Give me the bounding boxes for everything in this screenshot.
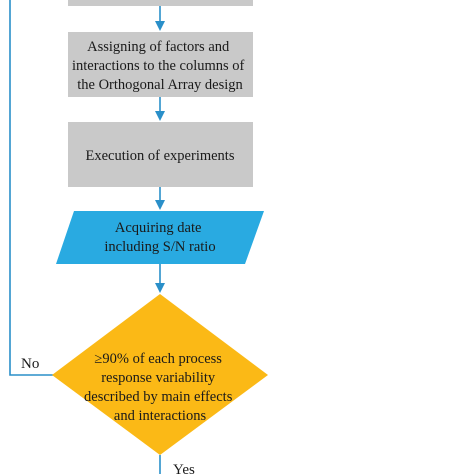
decision-line-1: ≥90% of each process: [94, 351, 222, 367]
assign-factors-box: [68, 32, 253, 97]
feedback-loop-line: [9, 0, 56, 376]
acquire-line-2: including S/N ratio: [104, 239, 215, 255]
execution-text: Execution of experiments: [86, 148, 235, 164]
decision-line-3: described by main effects: [84, 389, 233, 405]
decision-text: ≥90% of each process response variabilit…: [84, 351, 236, 424]
assign-line-2: interactions to the columns of: [72, 58, 245, 74]
assign-line-3: the Orthogonal Array design: [77, 77, 243, 93]
assign-line-1: Assigning of factors and: [87, 39, 230, 55]
yes-label: Yes: [173, 462, 195, 474]
decision-diamond: [52, 294, 268, 455]
no-label: No: [21, 356, 39, 372]
execution-box: [68, 122, 253, 187]
execution-line-1: Execution of experiments: [86, 148, 235, 164]
acquire-line-1: Acquiring date: [115, 220, 202, 236]
previous-step-box: [68, 0, 253, 6]
assign-factors-text: Assigning of factors and interactions to…: [72, 39, 248, 93]
decision-line-2: response variability: [101, 370, 216, 386]
acquire-data-text: Acquiring date including S/N ratio: [104, 220, 215, 255]
decision-line-4: and interactions: [114, 408, 207, 424]
acquire-data-parallelogram: [56, 211, 264, 264]
